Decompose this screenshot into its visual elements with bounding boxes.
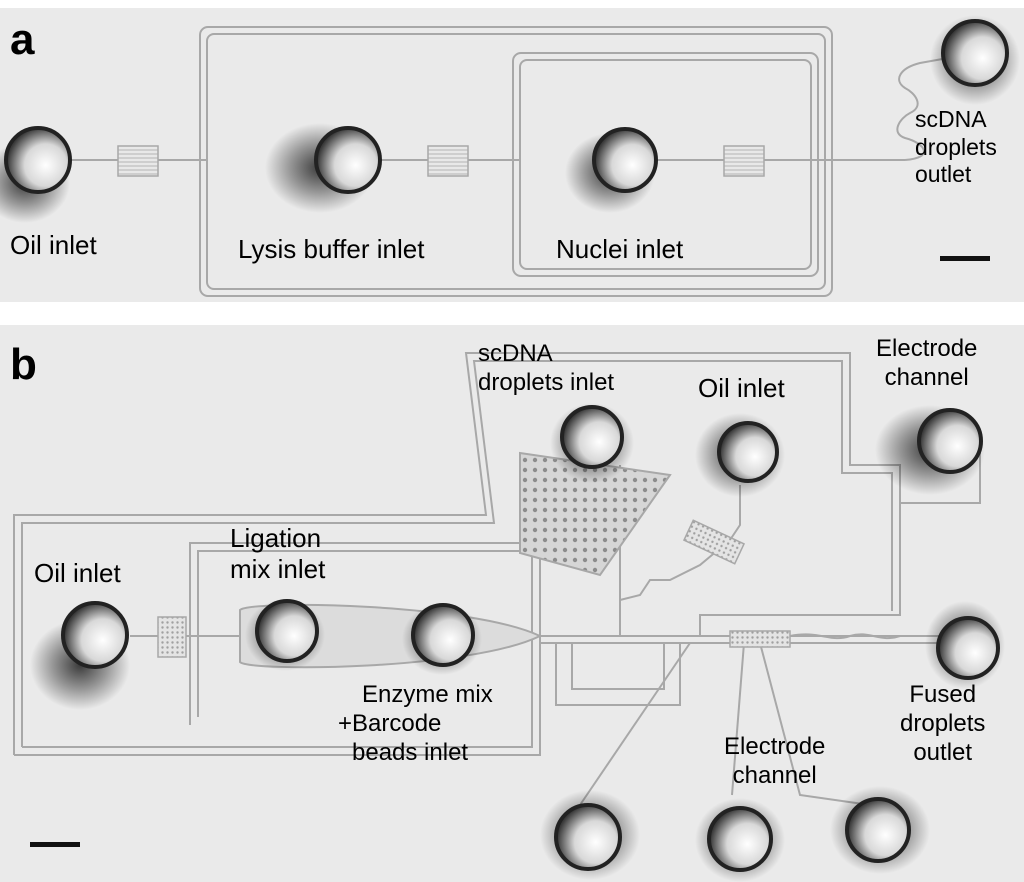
panel-a-lysis-buffer-port (265, 123, 382, 213)
oil-inlet-left-label: Oil inlet (34, 558, 121, 588)
enzyme-mix-barcode-beads-inlet-label: Enzyme mix +Barcode beads inlet (338, 681, 493, 766)
nuclei-inlet-label: Nuclei inlet (556, 234, 684, 264)
oil-inlet-label: Oil inlet (10, 230, 97, 260)
panel-b-bottom-port-3 (830, 786, 930, 874)
panel-b-scale-bar (30, 842, 80, 847)
panel-b-bottom-port-2 (695, 798, 785, 882)
scdna-droplets-outlet-label: scDNA droplets outlet (915, 106, 997, 188)
panel-b-fused-outlet-port (925, 601, 1005, 689)
panel-a-scale-bar (940, 256, 990, 261)
fused-droplets-outlet-label: Fused droplets outlet (900, 681, 986, 766)
panel-b-ligation-port (245, 599, 325, 671)
panel-b-chip-diagram (13, 352, 1005, 882)
oil-inlet-top-label: Oil inlet (698, 373, 785, 403)
scdna-droplets-inlet-label: scDNA droplets inlet (478, 340, 615, 396)
panel-b-oil-inlet-top-port (695, 413, 785, 497)
ligation-mix-inlet-label: Ligation mix inlet (230, 523, 326, 584)
panel-b-channels (13, 352, 981, 806)
panel-a-letter: a (10, 15, 35, 64)
panel-a-outlet-port (930, 15, 1020, 105)
panel-b-mixers (157, 519, 791, 658)
panel-a: a Oil inlet Lysis buffer inlet Nuclei in… (0, 8, 1024, 302)
electrode-channel-bottom-label: Electrode channel (724, 733, 826, 789)
panel-b-bottom-port-1 (540, 790, 640, 880)
panel-a-oil-inlet-port (0, 126, 72, 223)
panel-b-letter: b (10, 340, 37, 389)
panel-b-scdna-inlet-port (550, 403, 634, 483)
lysis-buffer-inlet-label: Lysis buffer inlet (238, 234, 425, 264)
panel-b-oil-inlet-left-port (30, 601, 130, 710)
panel-b-enzyme-port (402, 603, 482, 675)
panel-b-electrode-top-port (875, 405, 985, 495)
electrode-channel-top-label: Electrode channel (876, 335, 978, 391)
panel-a-nuclei-port (565, 127, 658, 213)
panel-a-mixers (117, 145, 765, 177)
panel-a-channels (70, 26, 949, 297)
panel-a-chip-diagram (0, 15, 1020, 297)
panel-b: b scDNA droplets inlet Oil inlet Electro… (0, 325, 1024, 882)
